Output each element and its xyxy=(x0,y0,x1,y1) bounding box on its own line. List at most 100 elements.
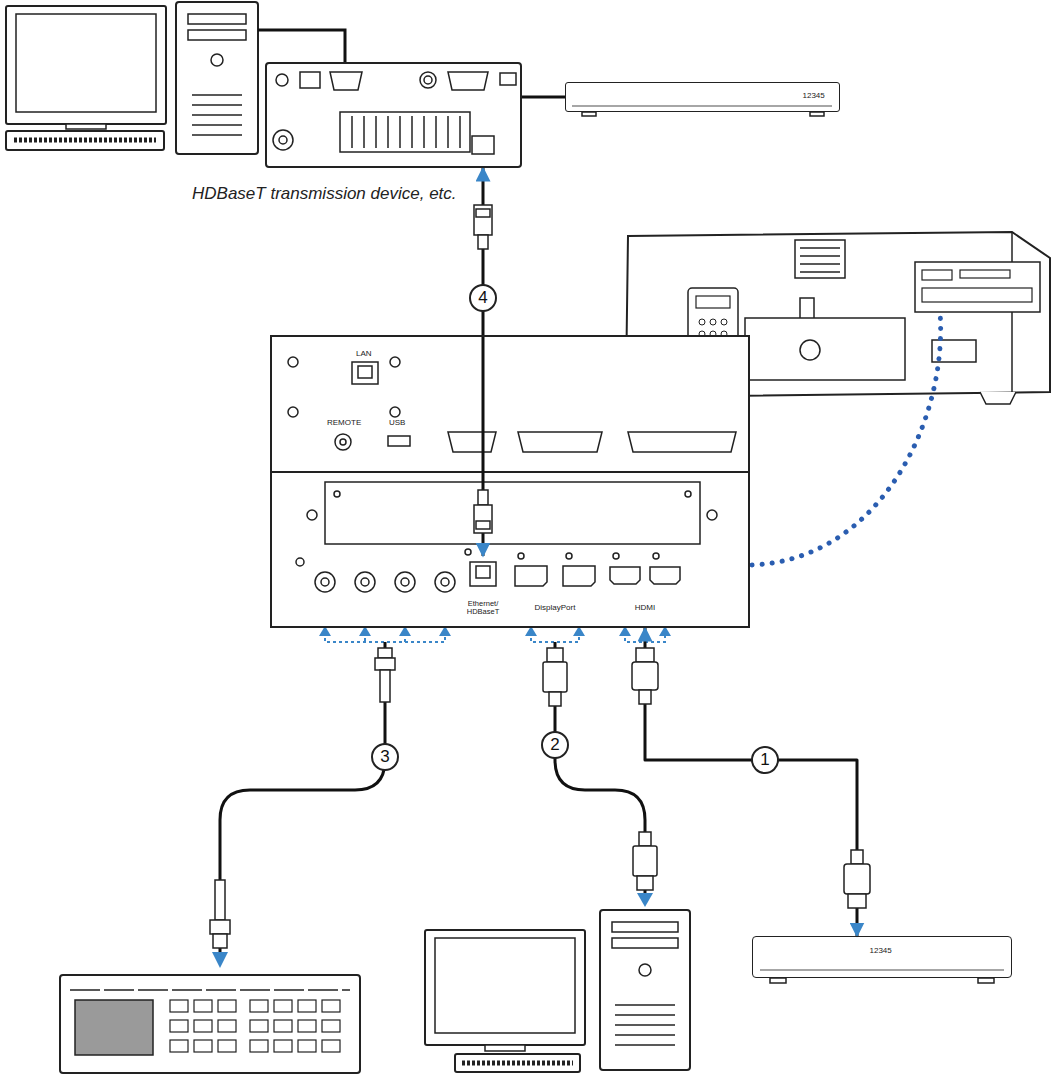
terminal-panel xyxy=(610,567,640,584)
port-bracket xyxy=(325,632,665,642)
computer-tower xyxy=(615,1004,675,1006)
displayport-group: DisplayPort xyxy=(510,556,600,628)
computer-tower xyxy=(600,910,690,1070)
computer-tower xyxy=(612,938,678,948)
computer-tower xyxy=(615,1014,675,1016)
computer-monitor xyxy=(425,930,585,1072)
port-label: USB xyxy=(389,418,405,427)
projector xyxy=(915,262,1040,312)
rj45-plug xyxy=(476,209,490,217)
projector xyxy=(699,319,705,325)
rj45-plug xyxy=(474,205,492,533)
hdbaset-device-body xyxy=(265,62,522,168)
port-label: LAN xyxy=(356,349,372,358)
displayport-plug xyxy=(543,648,657,890)
displayport-plug xyxy=(547,648,563,662)
hdbaset-device-body xyxy=(363,116,365,148)
terminal-panel xyxy=(270,471,750,473)
hdbaset-device-body xyxy=(300,72,320,88)
terminal-panel xyxy=(470,562,496,586)
bnc-cable xyxy=(220,642,385,952)
hdbaset-device-body xyxy=(411,116,413,148)
callout-number: 1 xyxy=(751,746,779,774)
terminal-panel xyxy=(390,357,400,367)
video-switcher xyxy=(194,1000,212,1012)
front-label: 12345 xyxy=(803,91,825,100)
player-body xyxy=(810,112,824,116)
terminal-panel xyxy=(315,572,335,592)
port-label: REMOTE xyxy=(327,418,361,427)
hdmi-plug xyxy=(632,662,658,690)
displayport-plug xyxy=(633,846,657,876)
terminal-panel: LANREMOTEUSBEthernet/ HDBaseTDisplayPort… xyxy=(270,335,750,628)
computer-monitor xyxy=(16,14,156,112)
computer-tower xyxy=(188,30,246,40)
terminal-panel xyxy=(650,567,680,584)
video-switcher xyxy=(298,1000,316,1012)
terminal-panel xyxy=(395,572,415,592)
computer-tower xyxy=(615,1024,675,1026)
projector xyxy=(721,319,727,325)
player-body xyxy=(752,936,1012,983)
hdmi-plug xyxy=(639,690,651,704)
terminal-panel xyxy=(352,362,378,384)
terminal-panel xyxy=(321,578,329,586)
rj45-plug xyxy=(478,235,488,249)
bnc-plug xyxy=(380,670,390,702)
terminal-panel xyxy=(270,335,750,628)
projector xyxy=(800,247,840,249)
projector xyxy=(800,271,840,273)
projector xyxy=(745,318,905,380)
terminal-panel xyxy=(566,553,572,559)
hdbaset-device-body xyxy=(387,116,389,148)
callout-number: 4 xyxy=(469,284,497,312)
terminal-panel xyxy=(296,558,304,566)
port-label: DisplayPort xyxy=(510,604,600,613)
terminal-panel xyxy=(390,407,400,417)
video-switcher xyxy=(170,1000,188,1012)
video-switcher xyxy=(322,1040,340,1052)
player-body xyxy=(978,978,994,983)
media-player: 12345 xyxy=(752,936,1012,978)
computer-tower xyxy=(192,94,242,96)
hdbaset-device-body xyxy=(265,62,522,168)
terminal-panel xyxy=(288,357,298,367)
terminal-panel xyxy=(515,566,547,586)
terminal-panel xyxy=(563,566,595,586)
terminal-panel xyxy=(335,434,351,450)
video-switcher xyxy=(218,1000,236,1012)
computer-tower xyxy=(176,2,258,154)
computer-monitor xyxy=(6,6,166,150)
rj45-plug xyxy=(474,505,492,533)
port-bracket xyxy=(531,632,579,642)
computer-monitor xyxy=(435,938,575,1033)
projector xyxy=(800,263,840,265)
computer-monitor xyxy=(6,131,164,150)
video-switcher xyxy=(194,1040,212,1052)
video-switcher xyxy=(250,1020,268,1032)
terminal-panel xyxy=(435,572,455,592)
port-label: HDMI xyxy=(604,604,686,613)
terminal-panel xyxy=(441,578,449,586)
hdbaset-device-body xyxy=(447,116,449,148)
computer-tower xyxy=(615,1044,675,1046)
bnc-plug xyxy=(210,648,395,948)
hdbaset-device-body xyxy=(351,116,353,148)
projector xyxy=(922,270,952,280)
computer-tower xyxy=(639,964,651,976)
hdbaset-device-body xyxy=(459,116,461,148)
video-switcher xyxy=(218,1020,236,1032)
projector xyxy=(800,255,840,257)
player-body xyxy=(572,105,832,107)
bnc-plug xyxy=(210,920,230,934)
computer-tower xyxy=(188,14,246,24)
projector xyxy=(1011,232,1013,394)
video-switcher xyxy=(194,1020,212,1032)
hdbaset-device-body xyxy=(435,116,437,148)
computer-tower xyxy=(176,2,258,154)
hdmi-cable xyxy=(522,96,565,99)
terminal-panel xyxy=(476,566,490,578)
bnc-plug xyxy=(375,658,395,670)
